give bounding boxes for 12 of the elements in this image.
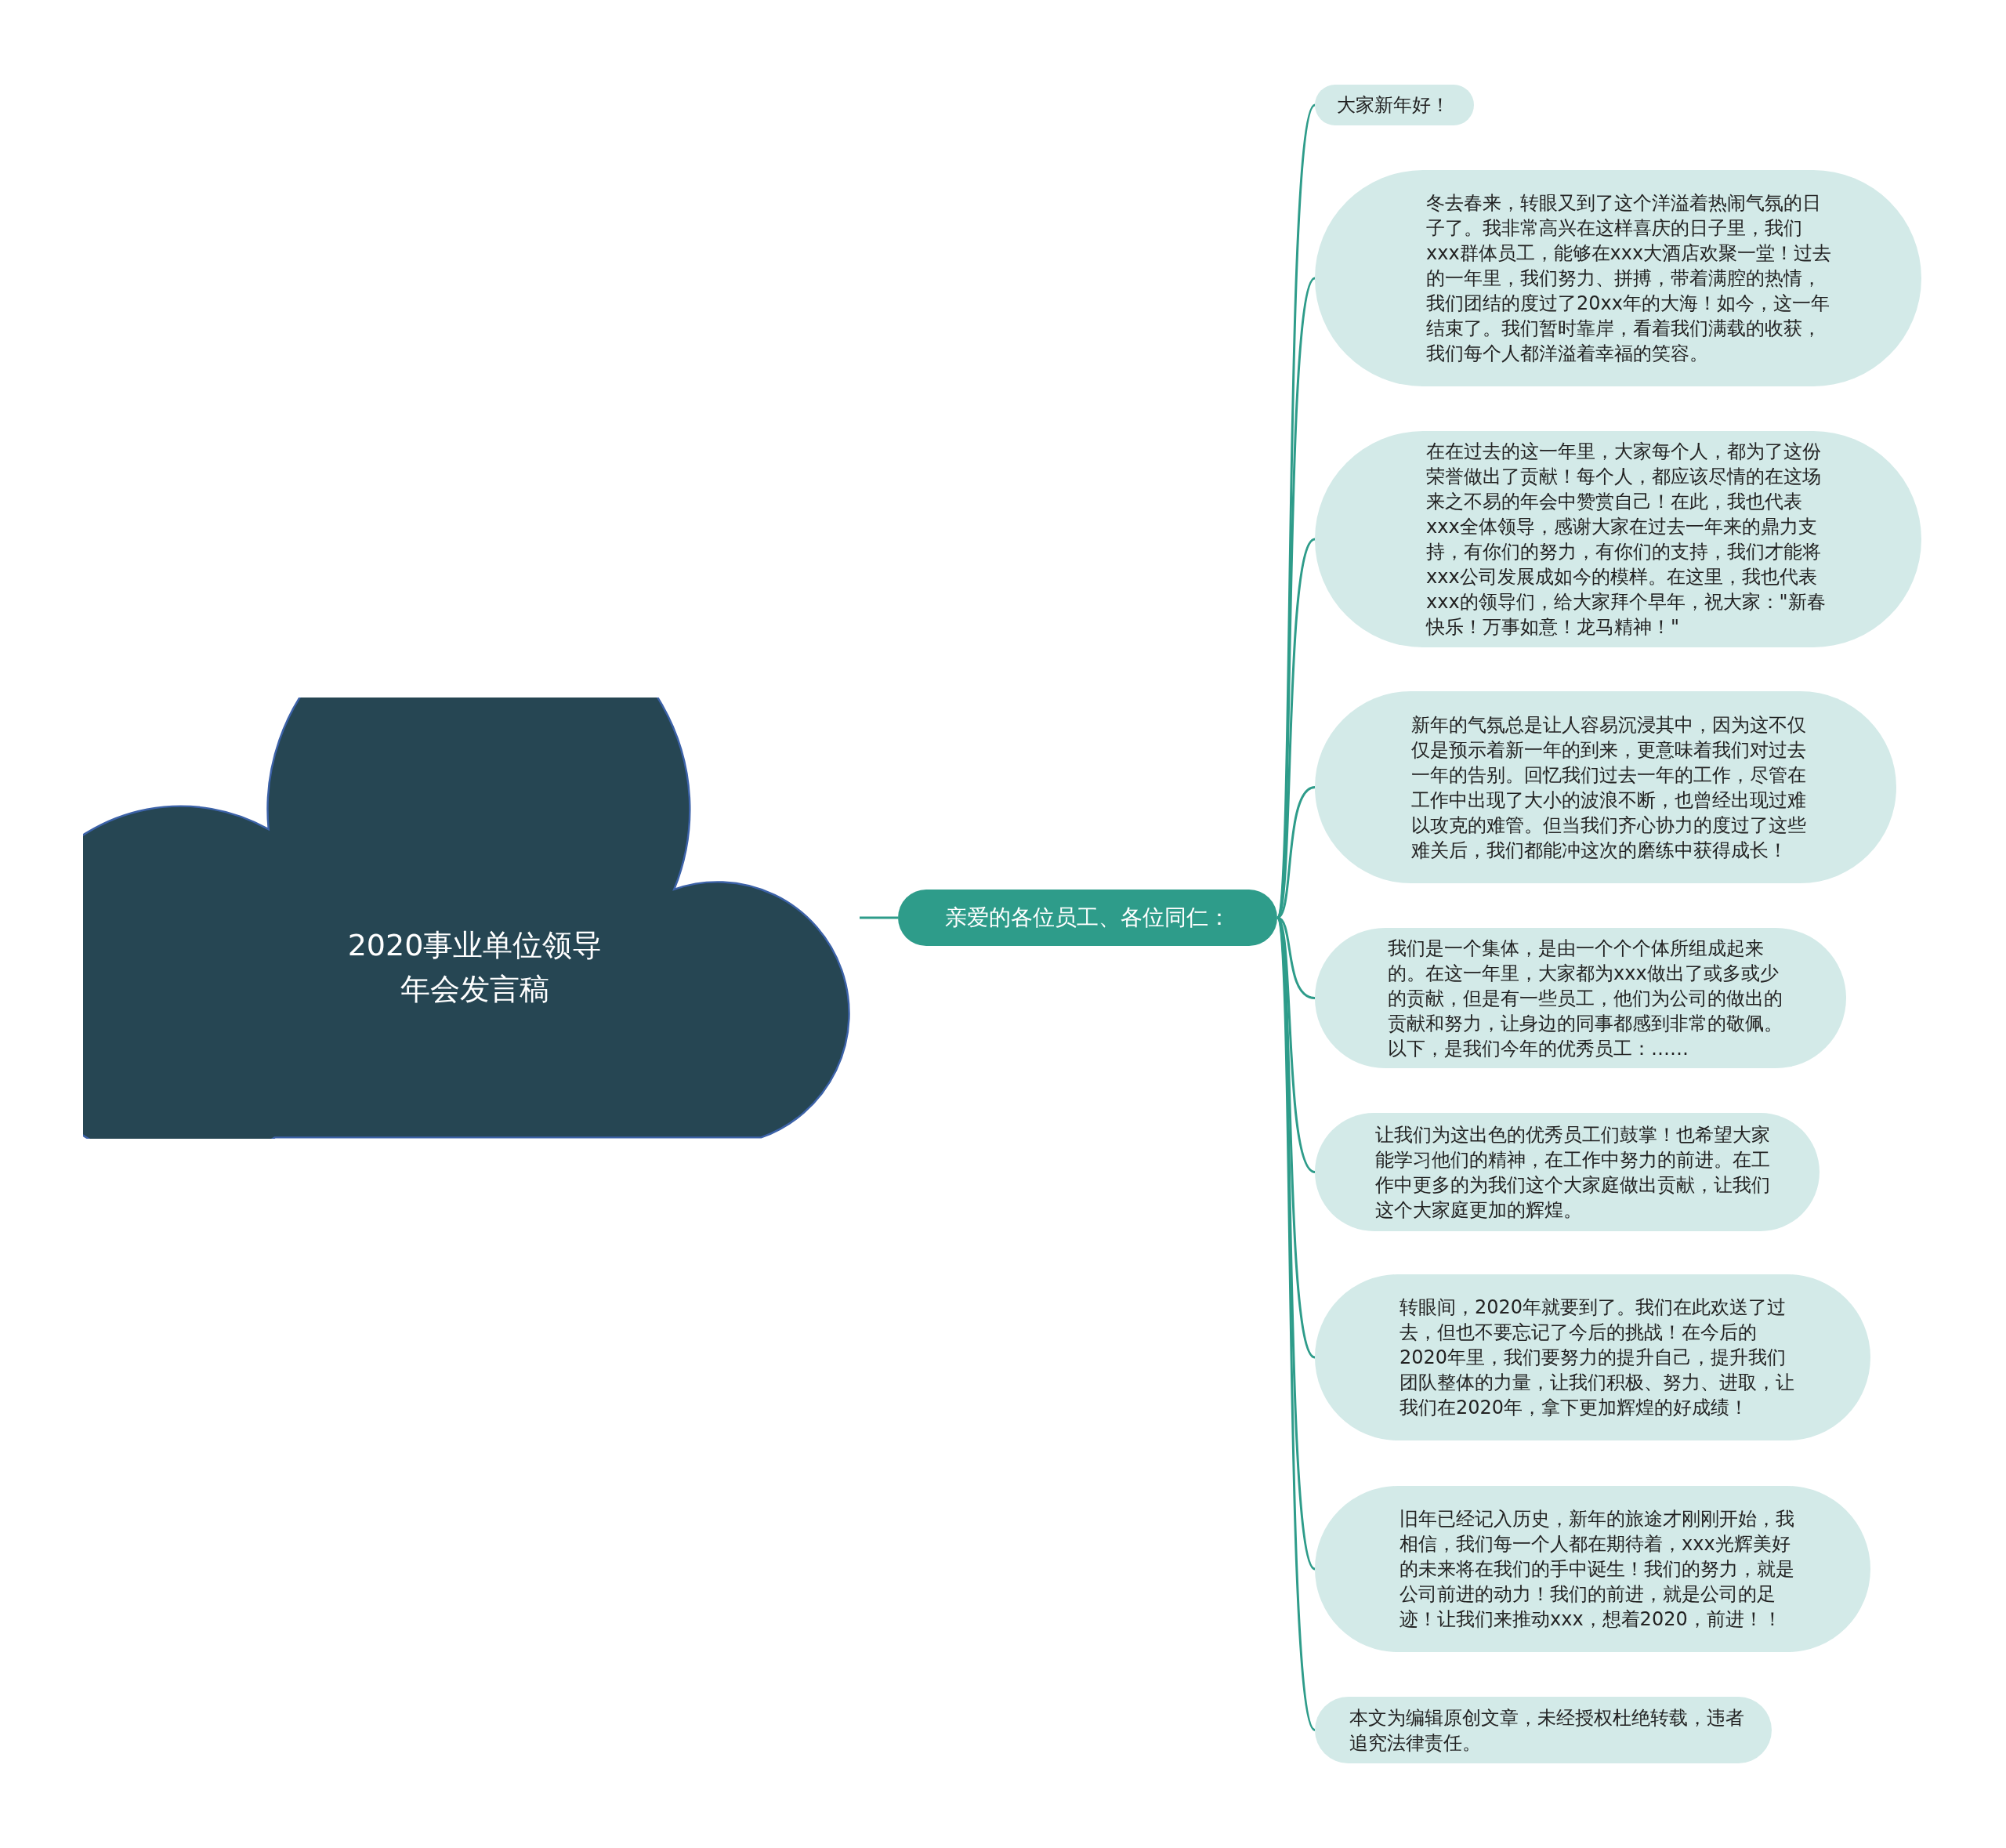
text-bubble: 新年的气氛总是让人容易沉浸其中，因为这不仅仅是预示着新一年的到来，更意味着我们对过去一年的告别。回忆我们过去一年的工作，尽管在工作中出现了大小的波浪不断，也曾经出现过难以攻克的难管。但当我们齐心协力的度过了这些难关后，我们都能冲这次的磨练中获得成长！ [1315,691,1896,883]
text-bubble: 让我们为这出色的优秀员工们鼓掌！也希望大家能学习他们的精神，在工作中努力的前进。在工作中更多的为我们这个大家庭做出贡献，让我们这个大家庭更加的辉煌。 [1315,1113,1820,1231]
text-bubble: 大家新年好！ [1315,85,1474,125]
topic-box: 亲爱的各位员工、各位同仁： [898,890,1277,946]
text-bubble: 冬去春来，转眼又到了这个洋溢着热闹气氛的日子了。我非常高兴在这样喜庆的日子里，我们xxx群体员工，能够在xxx大酒店欢聚一堂！过去的一年里，我们努力、拼搏，带着满腔的热情，我们团结的度过了20xx年的大海！如今，这一年结束了。我们暂时靠岸，看着我们满载的收获，我们每个人都洋溢着幸福的笑容。 [1315,170,1921,386]
text-bubble: 旧年已经记入历史，新年的旅途才刚刚开始，我相信，我们每一个人都在期待着，xxx光辉美好的未来将在我们的手中诞生！我们的努力，就是公司前进的动力！我们的前进，就是公司的足迹！让我们来推动xxx，想着2020，前进！！ [1315,1486,1870,1652]
text-bubble: 转眼间，2020年就要到了。我们在此欢送了过去，但也不要忘记了今后的挑战！在今后的2020年里，我们要努力的提升自己，提升我们团队整体的力量，让我们积极、努力、进取，让我们在2020年，拿下更加辉煌的好成绩！ [1315,1274,1870,1440]
cloud-title: 2020事业单位领导年会发言稿 [346,927,603,1008]
text-bubble: 本文为编辑原创文章，未经授权杜绝转载，违者追究法律责任。 [1315,1697,1772,1763]
connector-line [860,916,898,919]
text-bubble: 我们是一个集体，是由一个个个体所组成起来的。在这一年里，大家都为xxx做出了或多或少的贡献，但是有一些员工，他们为公司的做出的贡献和努力，让身边的同事都感到非常的敬佩。以下，是我们今年的优秀员工：…… [1315,928,1846,1068]
text-bubble: 在在过去的这一年里，大家每个人，都为了这份荣誉做出了贡献！每个人，都应该尽情的在这场来之不易的年会中赞赏自己！在此，我也代表xxx全体领导，感谢大家在过去一年来的鼎力支持，有你们的努力，有你们的支持，我们才能将xxx公司发展成如今的模样。在这里，我也代表xxx的领导们，给大家拜个早年，祝大家："新春快乐！万事如意！龙马精神！" [1315,431,1921,647]
